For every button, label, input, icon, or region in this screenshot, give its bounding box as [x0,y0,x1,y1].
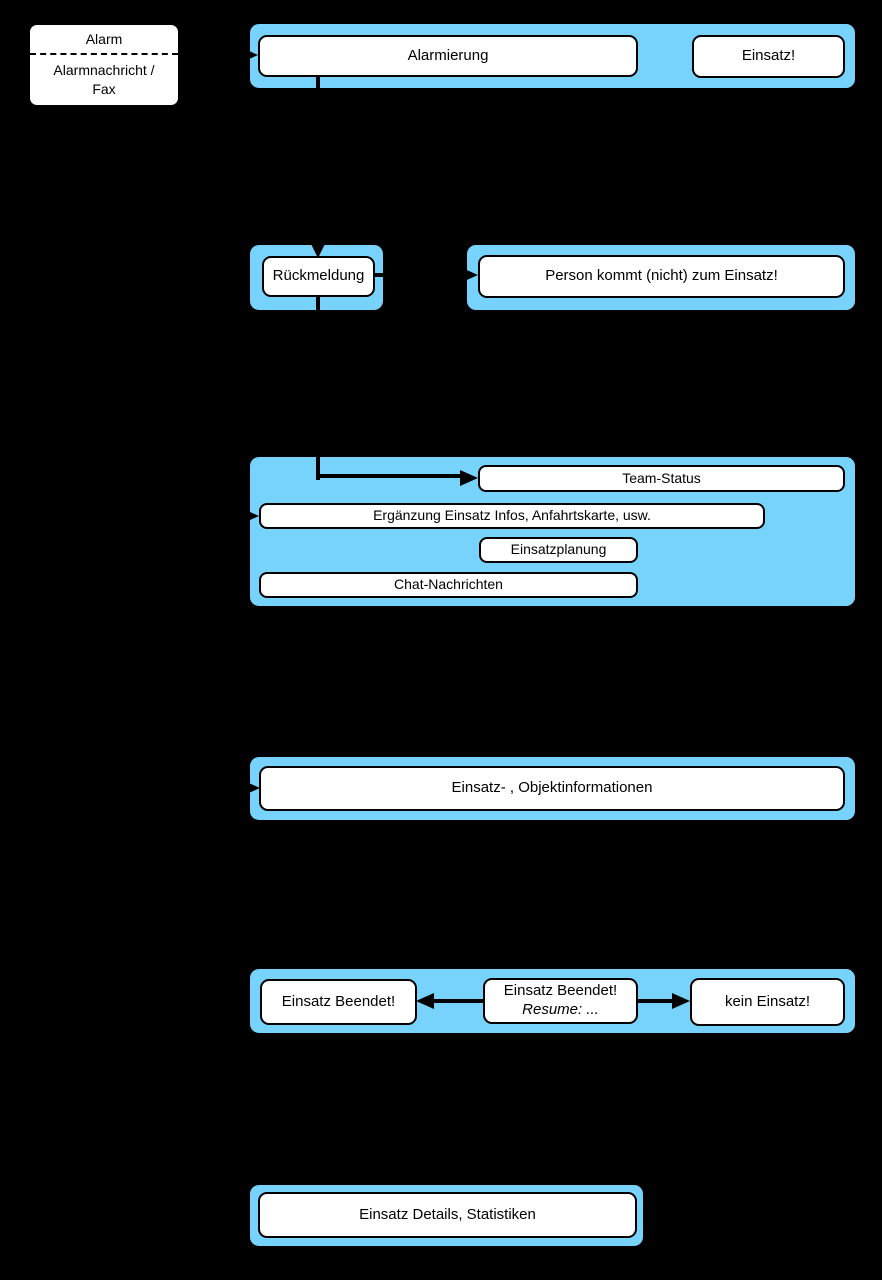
arrow-alarmierung-to-rueckmeldung-head [310,242,326,258]
alarm-note-subtitle: Alarmnachricht / Fax [30,55,178,105]
kein-einsatz-box: kein Einsatz! [690,978,845,1026]
arrow-mid-to-kein-einsatz-line [638,999,674,1003]
arrow-mid-to-beendet-line [432,999,484,1003]
arrow-rueckmeldung-to-team-status-hline [316,474,462,478]
alarm-note: Alarm Alarmnachricht / Fax [28,23,180,107]
einsatz-beendet-mid-box: Einsatz Beendet! Resume: ... [483,978,638,1024]
arrow-into-objektinfo-head [242,780,260,796]
arrow-into-ergaenzung-line [210,512,242,516]
alarm-note-subtitle-line1: Alarmnachricht / [53,62,155,79]
chat-nachrichten-box: Chat-Nachrichten [259,572,638,598]
arrow-alarmierung-to-rueckmeldung-line [316,77,320,245]
ergaenzung-box: Ergänzung Einsatz Infos, Anfahrtskarte, … [259,503,765,529]
einsatz-details-box: Einsatz Details, Statistiken [258,1192,637,1238]
arrow-mid-to-beendet-head [416,993,434,1009]
arrow-into-ergaenzung-head [241,508,259,524]
person-box: Person kommt (nicht) zum Einsatz! [478,255,845,298]
arrow-into-alarmierung-head [240,47,258,63]
alarm-note-divider [30,53,178,55]
arrow-into-objektinfo-line [210,786,242,790]
einsatzplanung-box: Einsatzplanung [479,537,638,563]
arrow-rueckmeldung-to-team-status-head [460,470,478,486]
arrow-mid-to-kein-einsatz-head [672,993,690,1009]
objektinfo-box: Einsatz- , Objektinformationen [259,766,845,811]
einsatz-box: Einsatz! [692,35,845,78]
alarm-note-subtitle-line2: Fax [92,81,116,97]
alarmierung-box: Alarmierung [258,35,638,77]
einsatz-beendet-left-box: Einsatz Beendet! [260,979,417,1025]
arrow-rueckmeldung-to-person-line [375,273,462,277]
alarm-note-title: Alarm [85,31,123,47]
einsatz-beendet-mid-line2: Resume: ... [522,1001,599,1018]
einsatz-beendet-mid-line1: Einsatz Beendet! [503,982,618,1000]
team-status-box: Team-Status [478,465,845,492]
connector-below-alarm-note [103,103,106,117]
arrow-rueckmeldung-to-person-head [460,267,478,283]
arrow-rueckmeldung-to-team-status-vline [316,297,320,480]
rueckmeldung-box: Rückmeldung [262,256,375,297]
arrow-into-alarmierung-line [180,53,242,57]
